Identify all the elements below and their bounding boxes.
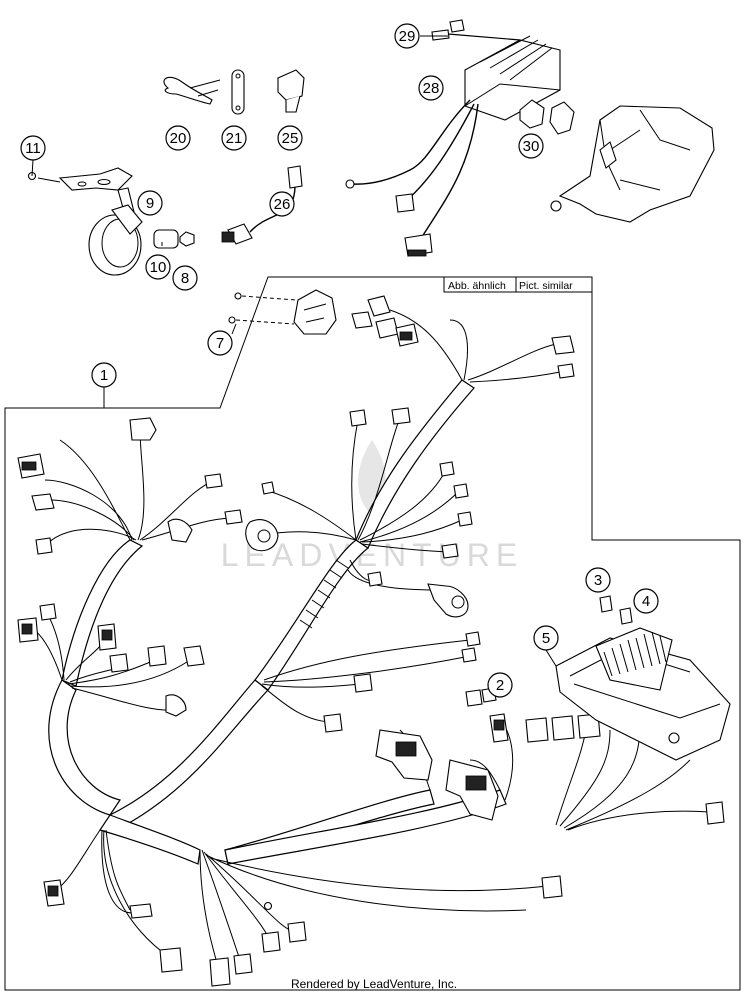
callout-label: 29	[399, 28, 416, 45]
callout-30: 30	[518, 133, 544, 159]
callout-3: 3	[585, 567, 611, 593]
callout-circle	[418, 75, 444, 101]
voltage-regulator	[345, 19, 561, 257]
callout-label: 1	[100, 367, 108, 384]
callout-11: 11	[20, 135, 46, 161]
callout-circle	[585, 567, 611, 593]
callout-circle	[207, 330, 233, 356]
callout-4: 4	[633, 588, 659, 614]
callout-label: 5	[542, 630, 550, 647]
bracket-assembly	[550, 105, 715, 223]
fuse-box	[555, 627, 731, 761]
harness-frame	[4, 276, 741, 991]
harness-connectors	[17, 295, 725, 987]
branch-wires	[25, 309, 711, 967]
callout-label: 3	[594, 572, 602, 589]
callout-circle	[269, 191, 295, 217]
callout-9: 9	[137, 190, 163, 216]
callout-5: 5	[533, 625, 559, 651]
callout-28: 28	[418, 75, 444, 101]
horn-assembly	[27, 167, 195, 276]
sensor-cable	[221, 165, 303, 245]
callout-label: 20	[170, 130, 187, 147]
callout-circle	[20, 135, 46, 161]
callout-7: 7	[207, 330, 233, 356]
callout-label: 10	[150, 259, 167, 276]
callout-circle	[533, 625, 559, 651]
clip-parts	[519, 99, 575, 135]
callout-label: 11	[25, 140, 41, 157]
callout-circle	[277, 125, 303, 151]
callout-label: 25	[282, 130, 299, 147]
callout-21: 21	[221, 125, 247, 151]
main-harness	[48, 379, 507, 865]
callout-label: 2	[496, 677, 504, 694]
callout-2: 2	[487, 672, 513, 698]
callout-label: 30	[523, 138, 540, 155]
callout-label: 9	[146, 195, 154, 212]
callout-8: 8	[172, 265, 198, 291]
holder-plate	[228, 289, 337, 335]
callout-label: 8	[181, 270, 189, 287]
callout-29: 29	[394, 23, 420, 49]
callout-1: 1	[91, 362, 117, 388]
callout-circle	[172, 265, 198, 291]
callouts: 1 2 3 4 5 7 8 9 10 11 20 21 25 26 28 29 30	[20, 23, 659, 698]
note-left-text: Abb. ähnlich	[448, 280, 506, 292]
callout-10: 10	[145, 254, 171, 280]
callout-circle	[518, 133, 544, 159]
callout-circle	[165, 125, 191, 151]
callout-26: 26	[269, 191, 295, 217]
callout-20: 20	[165, 125, 191, 151]
note-right-text: Pict. similar	[519, 280, 573, 292]
footer-credit: Rendered by LeadVenture, Inc.	[291, 977, 457, 991]
cable-tie	[163, 76, 221, 105]
callout-25: 25	[277, 125, 303, 151]
callout-circle	[137, 190, 163, 216]
callout-circle	[221, 125, 247, 151]
callout-circle	[394, 23, 420, 49]
callout-label: 26	[274, 196, 291, 213]
callout-circle	[145, 254, 171, 280]
callout-circle	[633, 588, 659, 614]
callout-label: 28	[423, 80, 440, 97]
holding-strap	[231, 69, 245, 115]
callout-circle	[91, 362, 117, 388]
callout-label: 7	[216, 335, 224, 352]
callout-circle	[487, 672, 513, 698]
pict-similar-note: Abb. ähnlich Pict. similar	[443, 276, 593, 293]
relay-plug	[277, 69, 305, 113]
callout-label: 4	[642, 593, 650, 610]
callout-label: 21	[226, 130, 243, 147]
